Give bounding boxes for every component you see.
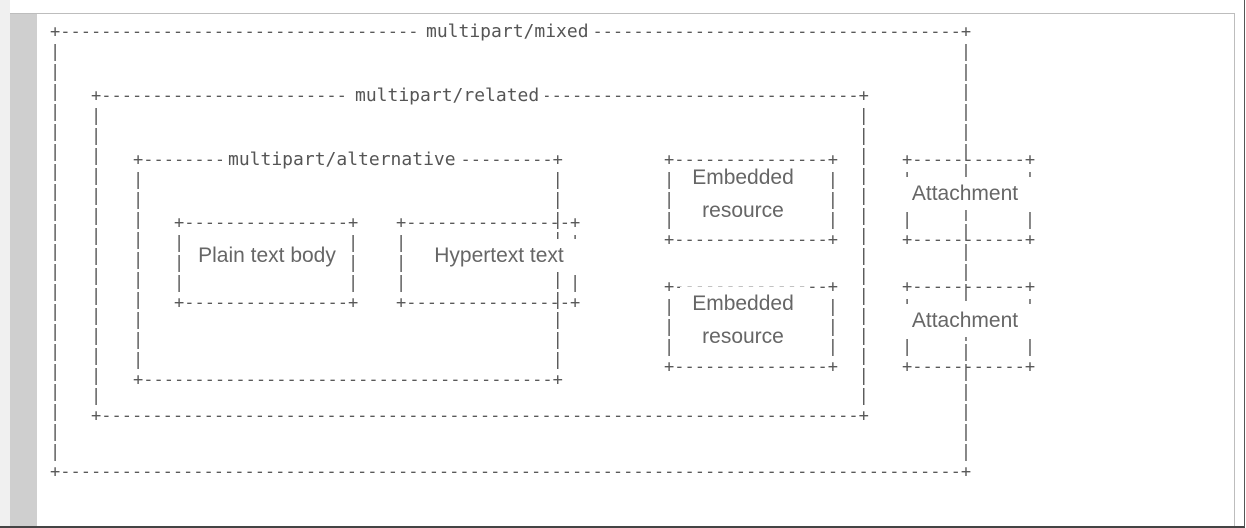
label-multipart-alternative: multipart/alternative bbox=[222, 150, 462, 170]
attachment-part-2: Attachment bbox=[899, 304, 1031, 337]
code-block-right-border bbox=[1234, 13, 1235, 526]
embedded-resource-part-2: Embedded resource bbox=[680, 287, 806, 353]
code-block-bar bbox=[10, 14, 37, 526]
embedded-resource-part-1: Embedded resource bbox=[680, 161, 806, 227]
plain-text-body-part: Plain text body bbox=[184, 239, 350, 272]
ascii-box-plain: +----------------+ | | | | | | +--------… bbox=[174, 213, 359, 313]
label-multipart-related: multipart/related bbox=[349, 86, 546, 106]
left-gutter bbox=[0, 0, 10, 526]
hypertext-part: Hypertext text bbox=[406, 239, 592, 272]
attachment-part-1: Attachment bbox=[899, 177, 1031, 210]
code-block-top-border bbox=[10, 13, 1235, 14]
label-multipart-mixed: multipart/mixed bbox=[420, 22, 595, 42]
